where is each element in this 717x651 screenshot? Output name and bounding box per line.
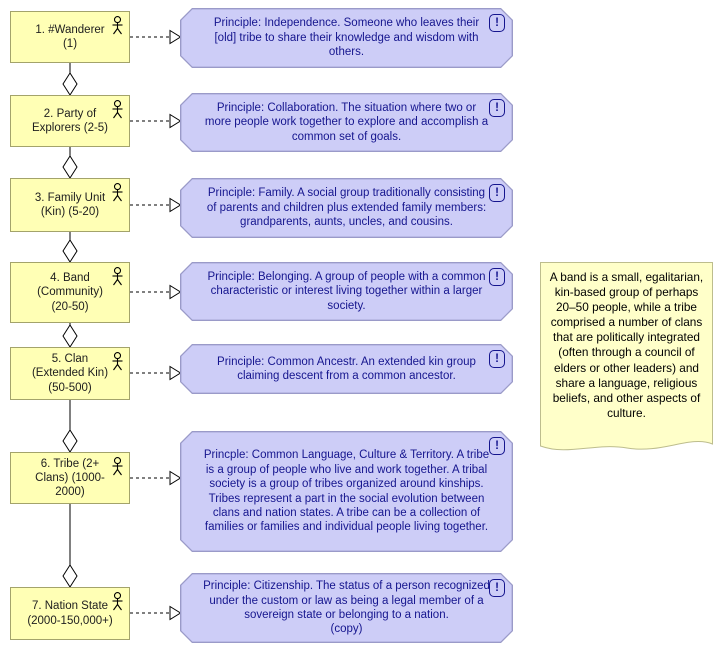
realization-arrow-1[interactable]	[130, 29, 182, 45]
actor-label: 7. Nation State (2000-150,000+)	[27, 600, 113, 627]
actor-label: 2. Party of Explorers (2-5)	[31, 107, 109, 134]
actor-label: 6. Tribe (2+ Clans) (1000- 2000)	[35, 457, 105, 498]
actor-box-tribe[interactable]: 6. Tribe (2+ Clans) (1000- 2000)	[10, 452, 130, 504]
actor-label: 5. Clan (Extended Kin) (50-500)	[31, 353, 109, 394]
business-actor-icon	[112, 267, 123, 286]
business-actor-icon	[112, 457, 123, 476]
aggregation-connector-6-7[interactable]	[62, 504, 78, 588]
actor-label: 3. Family Unit (Kin) (5-20)	[34, 191, 106, 218]
principle-body: Principle: Independence. Someone who lea…	[181, 9, 511, 66]
principle-box-family[interactable]: Principle: Family. A social group tradit…	[180, 178, 513, 238]
principle-text: Principle: Independence. Someone who lea…	[213, 17, 480, 59]
principle-text: Principle: Citizenship. The status of a …	[203, 580, 490, 636]
aggregation-connector-3-4[interactable]	[62, 232, 78, 263]
exclamation-icon: !	[489, 350, 505, 368]
exclamation-icon: !	[489, 268, 505, 286]
principle-box-citizenship[interactable]: Principle: Citizenship. The status of a …	[180, 573, 513, 643]
exclamation-icon: !	[489, 14, 505, 32]
principle-body: Princple: Common Language, Culture & Ter…	[181, 432, 511, 550]
actor-box-band[interactable]: 4. Band (Community) (20-50)	[10, 262, 130, 323]
aggregation-connector-4-5[interactable]	[62, 323, 78, 348]
aggregation-connector-5-6[interactable]	[62, 400, 78, 453]
principle-text: Principle: Belonging. A group of people …	[207, 270, 486, 312]
aggregation-connector-1-2[interactable]	[62, 63, 78, 96]
actor-box-nation-state[interactable]: 7. Nation State (2000-150,000+)	[10, 587, 130, 640]
note-shape	[540, 262, 713, 451]
principle-box-independence[interactable]: Principle: Independence. Someone who lea…	[180, 8, 513, 68]
principle-text: Princple: Common Language, Culture & Ter…	[203, 449, 490, 534]
principle-text: Principle: Common Ancestr. An extended k…	[217, 355, 476, 382]
realization-arrow-4[interactable]	[130, 284, 182, 300]
exclamation-icon: !	[489, 579, 505, 597]
principle-body: Principle: Citizenship. The status of a …	[181, 574, 511, 641]
realization-arrow-7[interactable]	[130, 605, 182, 621]
actor-box-clan[interactable]: 5. Clan (Extended Kin) (50-500)	[10, 347, 130, 400]
actor-box-family-unit[interactable]: 3. Family Unit (Kin) (5-20)	[10, 178, 130, 232]
actor-box-party-of-explorers[interactable]: 2. Party of Explorers (2-5)	[10, 95, 130, 147]
note-text: A band is a small, egalitarian, kin-base…	[549, 270, 704, 420]
business-actor-icon	[112, 100, 123, 119]
principle-text: Principle: Collaboration. The situation …	[204, 101, 489, 143]
realization-arrow-5[interactable]	[130, 365, 182, 381]
aggregation-connector-2-3[interactable]	[62, 147, 78, 179]
note-band-vs-tribe[interactable]: A band is a small, egalitarian, kin-base…	[540, 262, 714, 458]
principle-box-common-language[interactable]: Princple: Common Language, Culture & Ter…	[180, 431, 513, 552]
realization-arrow-6[interactable]	[130, 470, 182, 486]
principle-body: Principle: Collaboration. The situation …	[181, 94, 511, 150]
realization-arrow-2[interactable]	[130, 113, 182, 129]
actor-label: 1. #Wanderer (1)	[35, 23, 105, 50]
principle-body: Principle: Family. A social group tradit…	[181, 179, 511, 236]
actor-label: 4. Band (Community) (20-50)	[37, 272, 103, 313]
principle-box-common-ancestor[interactable]: Principle: Common Ancestr. An extended k…	[180, 344, 513, 394]
exclamation-icon: !	[489, 437, 505, 455]
principle-body: Principle: Common Ancestr. An extended k…	[181, 345, 511, 392]
principle-box-collaboration[interactable]: Principle: Collaboration. The situation …	[180, 93, 513, 152]
principle-box-belonging[interactable]: Principle: Belonging. A group of people …	[180, 262, 513, 321]
realization-arrow-3[interactable]	[130, 197, 182, 213]
principle-body: Principle: Belonging. A group of people …	[181, 263, 511, 319]
business-actor-icon	[112, 183, 123, 202]
exclamation-icon: !	[489, 184, 505, 202]
business-actor-icon	[112, 16, 123, 35]
principle-text: Principle: Family. A social group tradit…	[206, 187, 487, 229]
exclamation-icon: !	[489, 99, 505, 117]
business-actor-icon	[112, 352, 123, 371]
business-actor-icon	[112, 592, 123, 611]
actor-box-wanderer[interactable]: 1. #Wanderer (1)	[10, 11, 130, 63]
